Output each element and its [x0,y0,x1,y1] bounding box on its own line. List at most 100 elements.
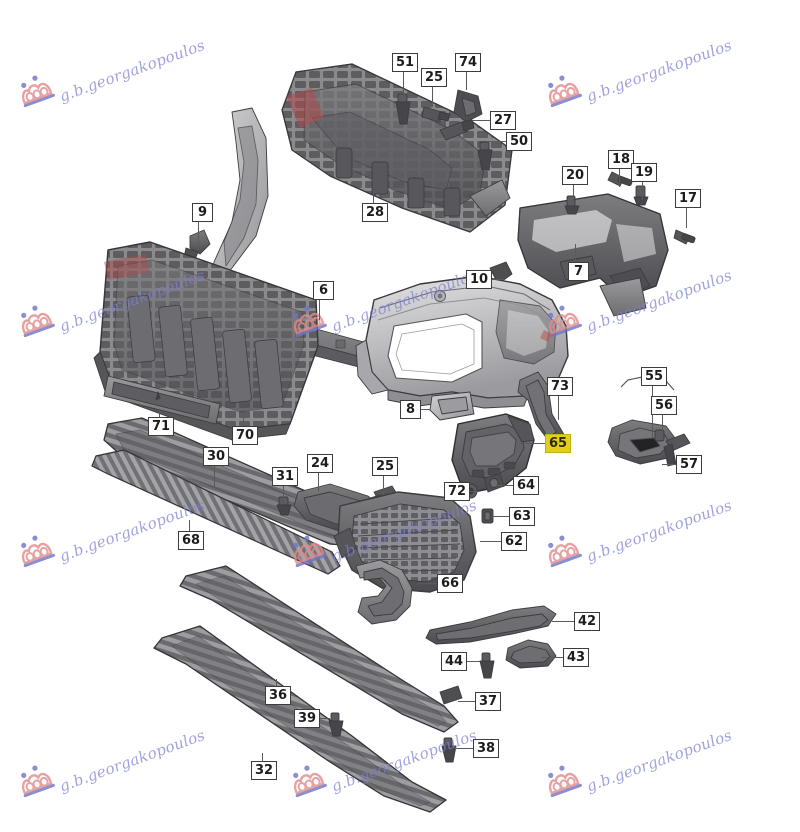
callout-label-18[interactable]: 18 [608,150,635,169]
callout-leader-line [315,718,330,719]
callout-leader-line [642,182,643,200]
callout-label-31[interactable]: 31 [272,467,299,486]
callout-label-66[interactable]: 66 [437,574,464,593]
callout-leader-line [403,72,404,94]
part-65-highlighted-bracket [451,413,535,493]
callout-label-65[interactable]: 65 [545,434,572,453]
fastener-18 [607,171,633,187]
callout-leader-line [159,410,160,418]
callout-label-43[interactable]: 43 [563,648,590,667]
callout-leader-line [318,473,319,491]
fastener-74 [453,89,483,123]
callout-label-74[interactable]: 74 [455,53,482,72]
callout-label-6[interactable]: 6 [313,281,334,300]
callout-label-68[interactable]: 68 [178,531,205,550]
callout-label-25[interactable]: 25 [372,457,399,476]
part-8-tow-hook-cover [429,391,475,421]
callout-leader-line [198,222,199,244]
callout-leader-line [492,516,509,517]
callout-label-17[interactable]: 17 [675,189,702,208]
callout-label-72[interactable]: 72 [444,482,471,501]
fastener-57 [663,433,691,467]
callout-label-10[interactable]: 10 [466,270,493,289]
callout-label-64[interactable]: 64 [513,476,540,495]
callout-label-56[interactable]: 56 [651,396,678,415]
callout-label-51[interactable]: 51 [392,53,419,72]
callout-leader-line [319,300,320,320]
callout-label-25t[interactable]: 25 [421,68,448,87]
callout-leader-line [488,141,506,142]
callout-label-24[interactable]: 24 [307,454,334,473]
part-70-main-grille [93,241,319,441]
callout-leader-line [418,583,437,584]
callout-label-8[interactable]: 8 [400,400,421,419]
callout-label-30[interactable]: 30 [203,447,230,466]
callout-leader-line [462,661,480,662]
callout-leader-line [472,120,490,121]
callout-leader-line [497,485,513,486]
callout-label-37[interactable]: 37 [475,692,502,711]
callout-leader-line [214,466,215,488]
callout-leader-line [662,464,676,465]
callout-label-9[interactable]: 9 [192,203,213,222]
fastener-17 [673,229,696,245]
callout-leader-line [488,279,504,280]
callout-leader-line [283,486,284,504]
callout-leader-line [189,520,190,531]
fastener-19 [633,185,649,206]
callout-leader-line [458,701,475,702]
callout-label-73[interactable]: 73 [547,377,574,396]
callout-leader-line [383,476,384,494]
callout-label-19[interactable]: 19 [631,163,658,182]
fastener-25-top [421,106,451,123]
callout-leader-line [262,753,263,762]
part-66-lower-valance [355,559,413,625]
callout-leader-line [520,443,545,444]
callout-label-7[interactable]: 7 [568,262,589,281]
callout-label-36[interactable]: 36 [265,686,292,705]
callout-label-27[interactable]: 27 [490,111,517,130]
callout-label-70[interactable]: 70 [232,426,259,445]
callout-leader-line [243,409,244,426]
callout-label-71[interactable]: 71 [148,417,175,436]
callout-leader-line [276,679,277,687]
callout-label-55[interactable]: 55 [641,367,668,386]
callout-leader-line [455,748,473,749]
part-55-reflector-assembly [607,375,691,467]
part-43-bracket [505,639,557,669]
callout-leader-line [552,621,574,622]
callout-leader-line [662,415,663,435]
callout-label-57[interactable]: 57 [676,455,703,474]
fastener-64 [483,473,505,493]
callout-label-42[interactable]: 42 [574,612,601,631]
fastener-39 [328,712,344,737]
callout-label-32[interactable]: 32 [251,761,278,780]
fastener-51 [395,93,411,125]
callout-label-63[interactable]: 63 [509,507,536,526]
callout-label-20[interactable]: 20 [562,166,589,185]
callout-leader-line [575,244,576,262]
callout-label-62[interactable]: 62 [501,532,528,551]
callout-leader-line [686,208,687,228]
callout-leader-line [466,491,478,492]
part-42-lower-lip [425,605,557,645]
callout-leader-line [480,541,501,542]
callout-label-28[interactable]: 28 [362,203,389,222]
fastener-56 [654,429,665,442]
callout-label-50[interactable]: 50 [506,132,533,151]
fastener-27 [439,119,475,141]
callout-label-44[interactable]: 44 [441,652,468,671]
callout-leader-line [619,169,620,187]
part-68-lower-strip [91,449,341,575]
fastener-group-bracket [564,171,696,245]
fastener-38 [441,737,457,763]
fastener-group-top [395,89,493,171]
callout-leader-line [373,186,374,203]
fastener-50 [477,141,493,171]
callout-leader-line [414,409,430,410]
callout-label-38[interactable]: 38 [473,739,500,758]
callout-leader-line [541,657,563,658]
callout-label-39[interactable]: 39 [294,709,321,728]
callout-leader-line [432,87,433,107]
